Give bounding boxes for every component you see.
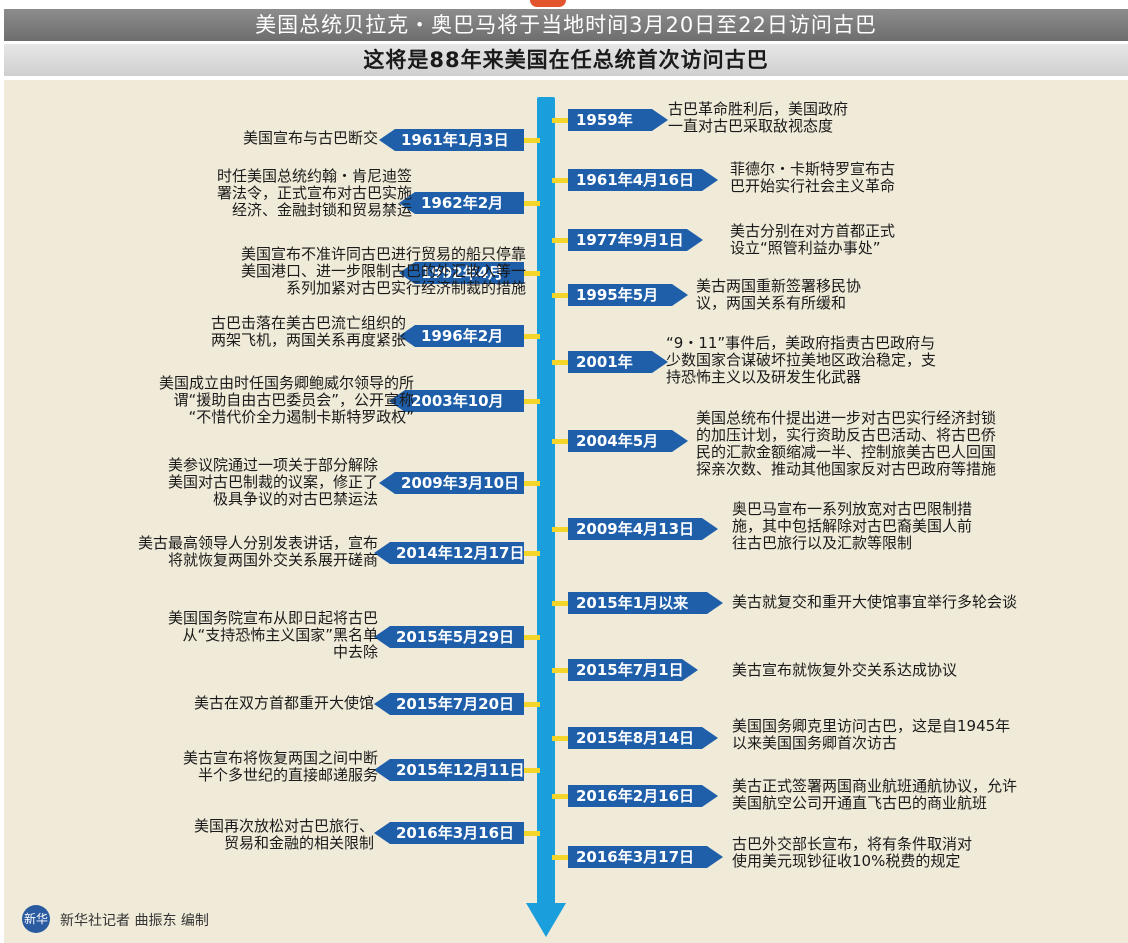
event-description: 美参议院通过一项关于部分解除 美国对古巴制裁的议案，修正了 极具争议的对古巴禁运…	[167, 456, 378, 508]
timeline-connector	[552, 293, 568, 298]
event-description: 奥巴马宣布一系列放宽对古巴限制措 施，其中包括解除对古巴裔美国人前 往古巴旅行以…	[732, 500, 973, 552]
event-description: 美古宣布将恢复两国之间中断 半个多世纪的直接邮递服务	[182, 749, 378, 784]
event-description: 美古宣布就恢复外交关系达成协议	[732, 661, 958, 679]
event-date-badge: 2015年8月14日	[568, 727, 718, 749]
event-description: 美国成立由时任国务卿鲍威尔领导的所 谓“援助自由古巴委员会”，公开宣称 “不惜代…	[158, 374, 414, 426]
event-description: 古巴击落在美古巴流亡组织的 两架飞机，两国关系再度紧张	[210, 314, 406, 349]
timeline-connector	[552, 668, 568, 673]
event-date-badge: 2009年3月10日	[379, 472, 524, 494]
event-description: 美古分别在对方首都正式 设立“照管利益办事处”	[730, 222, 896, 257]
event-date-badge: 2015年7月20日	[374, 693, 524, 715]
event-date-badge: 1995年5月	[568, 284, 688, 306]
timeline-connector	[524, 831, 540, 836]
timeline-connector	[552, 527, 568, 532]
timeline-arrow-icon	[526, 903, 566, 937]
event-date-badge: 2014年12月17日	[374, 542, 524, 564]
event-description: 美国再次放松对古巴旅行、 贸易和金融的相关限制	[193, 817, 374, 852]
event-date-badge: 2016年3月16日	[374, 822, 524, 844]
event-date-badge: 2016年2月16日	[568, 785, 718, 807]
xinhua-logo-icon: 新华	[22, 905, 50, 933]
timeline-connector	[552, 794, 568, 799]
event-description: 古巴外交部长宣布，将有条件取消对 使用美元现钞征收10%税费的规定	[732, 835, 973, 870]
event-description: 美古最高领导人分别发表讲话，宣布 将就恢复两国外交关系展开磋商	[137, 534, 378, 569]
event-date-badge: 1961年4月16日	[568, 169, 718, 191]
event-description: 美古两国重新签署移民协 议，两国关系有所缓和	[696, 277, 862, 312]
timeline-connector	[524, 635, 540, 640]
event-date-badge: 1977年9月1日	[568, 229, 703, 251]
timeline-axis	[537, 97, 555, 905]
page-title: 美国总统贝拉克・奥巴马将于当地时间3月20日至22日访问古巴	[4, 9, 1128, 41]
event-description: 古巴革命胜利后，美国政府 一直对古巴采取敌视态度	[668, 100, 849, 135]
timeline-connector	[524, 138, 540, 143]
timeline-connector	[552, 855, 568, 860]
timeline-connector	[552, 238, 568, 243]
event-description: 美古就复交和重开大使馆事宜举行多轮会谈	[732, 593, 1018, 611]
event-date-badge: 1959年	[568, 109, 668, 131]
event-description: 菲德尔・卡斯特罗宣布古 巴开始实行社会主义革命	[730, 160, 896, 195]
page-subtitle: 这将是88年来美国在任总统首次访问古巴	[4, 44, 1128, 76]
timeline-connector	[524, 271, 540, 276]
credit-text: 新华社记者 曲振东 编制	[60, 913, 209, 929]
event-date-badge: 2004年5月	[568, 430, 688, 452]
event-date-badge: 1992年4月	[399, 262, 524, 284]
timeline-connector	[524, 201, 540, 206]
event-description: 美国宣布不准许同古巴进行贸易的船只停靠 美国港口、进一步限制古巴的外汇收入等一 …	[240, 245, 526, 297]
timeline-connector	[552, 178, 568, 183]
timeline-connector	[524, 481, 540, 486]
event-date-badge: 2001年	[568, 351, 668, 373]
event-description: 美古在双方首都重开大使馆	[193, 694, 374, 712]
event-date-badge: 2015年1月以来	[568, 592, 723, 614]
timeline-connector	[552, 601, 568, 606]
event-description: 美国宣布与古巴断交	[242, 129, 378, 147]
event-date-badge: 2016年3月17日	[568, 846, 723, 868]
timeline-connector	[552, 439, 568, 444]
event-description: 美国国务院宣布从即日起将古巴 从“支持恐怖主义国家”黑名单 中去除	[167, 609, 378, 661]
event-date-badge: 2015年5月29日	[374, 626, 524, 648]
event-date-badge: 2015年12月11日	[374, 759, 524, 781]
timeline-connector	[524, 768, 540, 773]
event-description: 美国总统布什提出进一步对古巴实行经济封锁 的加压计划，实行资助反古巴活动、将古巴…	[696, 409, 997, 478]
event-date-badge: 1996年2月	[399, 325, 524, 347]
timeline-panel	[4, 80, 1128, 943]
event-date-badge: 2009年4月13日	[568, 518, 718, 540]
event-date-badge: 2015年7月1日	[568, 659, 698, 681]
event-description: 时任美国总统约翰・肯尼迪签 署法令，正式宣布对古巴实施 经济、金融封锁和贸易禁运	[216, 167, 412, 219]
event-date-badge: 1961年1月3日	[379, 129, 524, 151]
event-date-badge: 1962年2月	[399, 192, 524, 214]
timeline-connector	[524, 399, 540, 404]
timeline-connector	[524, 334, 540, 339]
timeline-connector	[524, 702, 540, 707]
timeline-connector	[524, 551, 540, 556]
timeline-connector	[552, 360, 568, 365]
event-description: 美古正式签署两国商业航班通航协议，允许 美国航空公司开通直飞古巴的商业航班	[732, 777, 1018, 812]
event-description: “9・11”事件后，美政府指责古巴政府与 少数国家合谋破坏拉美地区政治稳定，支 …	[666, 334, 937, 386]
timeline-connector	[552, 118, 568, 123]
event-date-badge: 2003年10月	[389, 390, 524, 412]
timeline-connector	[552, 736, 568, 741]
event-description: 美国国务卿克里访问古巴，这是自1945年 以来美国国务卿首次访古	[732, 717, 1011, 752]
top-accent	[530, 0, 566, 7]
